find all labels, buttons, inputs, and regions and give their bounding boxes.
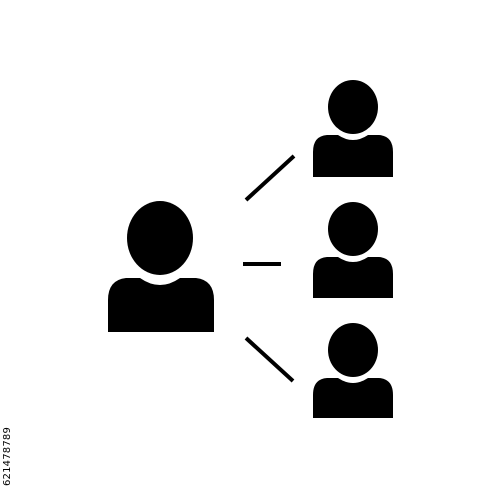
middle-person-icon <box>313 202 393 298</box>
top-person-body <box>313 135 393 177</box>
bottom-person-icon <box>313 323 393 418</box>
middle-person-head <box>328 202 378 256</box>
central-person-head <box>127 201 193 275</box>
connector-line-bottom <box>244 336 295 383</box>
central-person-body <box>108 278 214 332</box>
middle-person-body <box>313 257 393 298</box>
stock-id-text: 621478789 <box>2 426 13 486</box>
connector-line-top <box>244 154 296 202</box>
central-person-icon <box>108 201 214 332</box>
top-person-icon <box>313 80 393 177</box>
bottom-person-body <box>313 378 393 418</box>
bottom-person-head <box>328 323 378 377</box>
top-person-head <box>328 80 378 134</box>
